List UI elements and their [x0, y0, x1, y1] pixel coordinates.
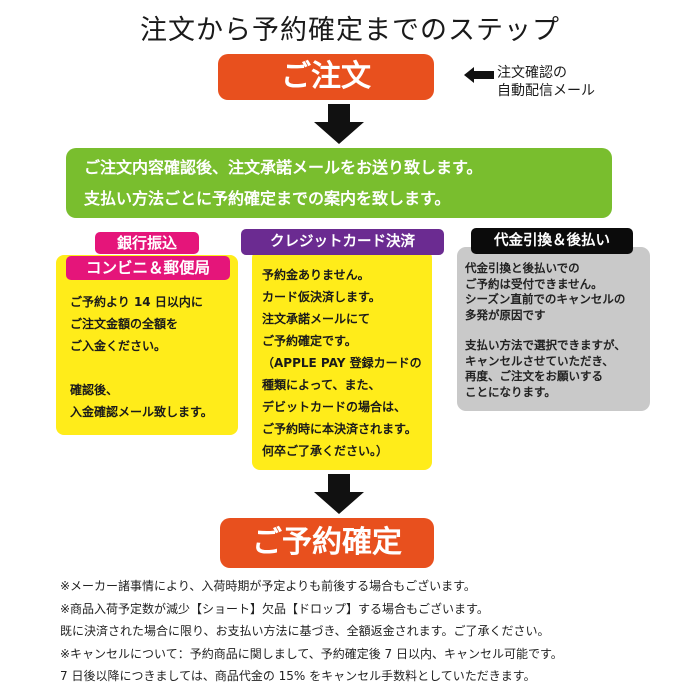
note-line: 7 日後以降につきましては、商品代金の 15% をキャンセル手数料としていただき… [60, 669, 536, 683]
cod-deferred-box: 代金引換と後払いでの ご予約は受付できません。 シーズン直前でのキャンセルの 多… [457, 247, 650, 411]
cod-deferred-label: 代金引換＆後払い [471, 228, 633, 254]
notes: ※メーカー諸事情により、入荷時期が予定よりも前後する場合もございます。 ※商品入… [60, 575, 563, 688]
credit-card-box: 予約金ありません。 カード仮決済します。 注文承諾メールにて ご予約確定です。 … [252, 250, 432, 470]
note-line: ※メーカー諸事情により、入荷時期が予定よりも前後する場合もございます。 [60, 579, 476, 593]
reservation-confirmed-step: ご予約確定 [220, 518, 434, 568]
bank-transfer-label: 銀行振込 [95, 232, 199, 254]
credit-card-label: クレジットカード決済 [241, 229, 444, 255]
page-title: 注文から予約確定までのステップ [140, 15, 560, 46]
order-step: ご注文 [218, 54, 434, 100]
auto-mail-note: 注文確認の 自動配信メール [497, 65, 595, 99]
arrow-down-icon [314, 474, 364, 514]
note-line: 既に決済された場合に限り、お支払い方法に基づき、全額返金されます。ご了承ください… [60, 624, 550, 638]
bank-transfer-box: ご予約より 14 日以内に ご注文金額の全額を ご入金ください。 確認後、 入金… [56, 255, 238, 435]
acceptance-message-box: ご注文内容確認後、注文承諾メールをお送り致します。 支払い方法ごとに予約確定まで… [66, 148, 612, 218]
arrow-left-icon [464, 67, 494, 83]
convenience-store-label: コンビニ＆郵便局 [66, 256, 230, 280]
note-line: ※キャンセルについて：予約商品に関しまして、予約確定後 7 日以内、キャンセル可… [60, 646, 563, 661]
note-line: ※商品入荷予定数が減少【ショート】欠品【ドロップ】する場合もございます。 [60, 601, 489, 616]
arrow-down-icon [314, 104, 364, 144]
